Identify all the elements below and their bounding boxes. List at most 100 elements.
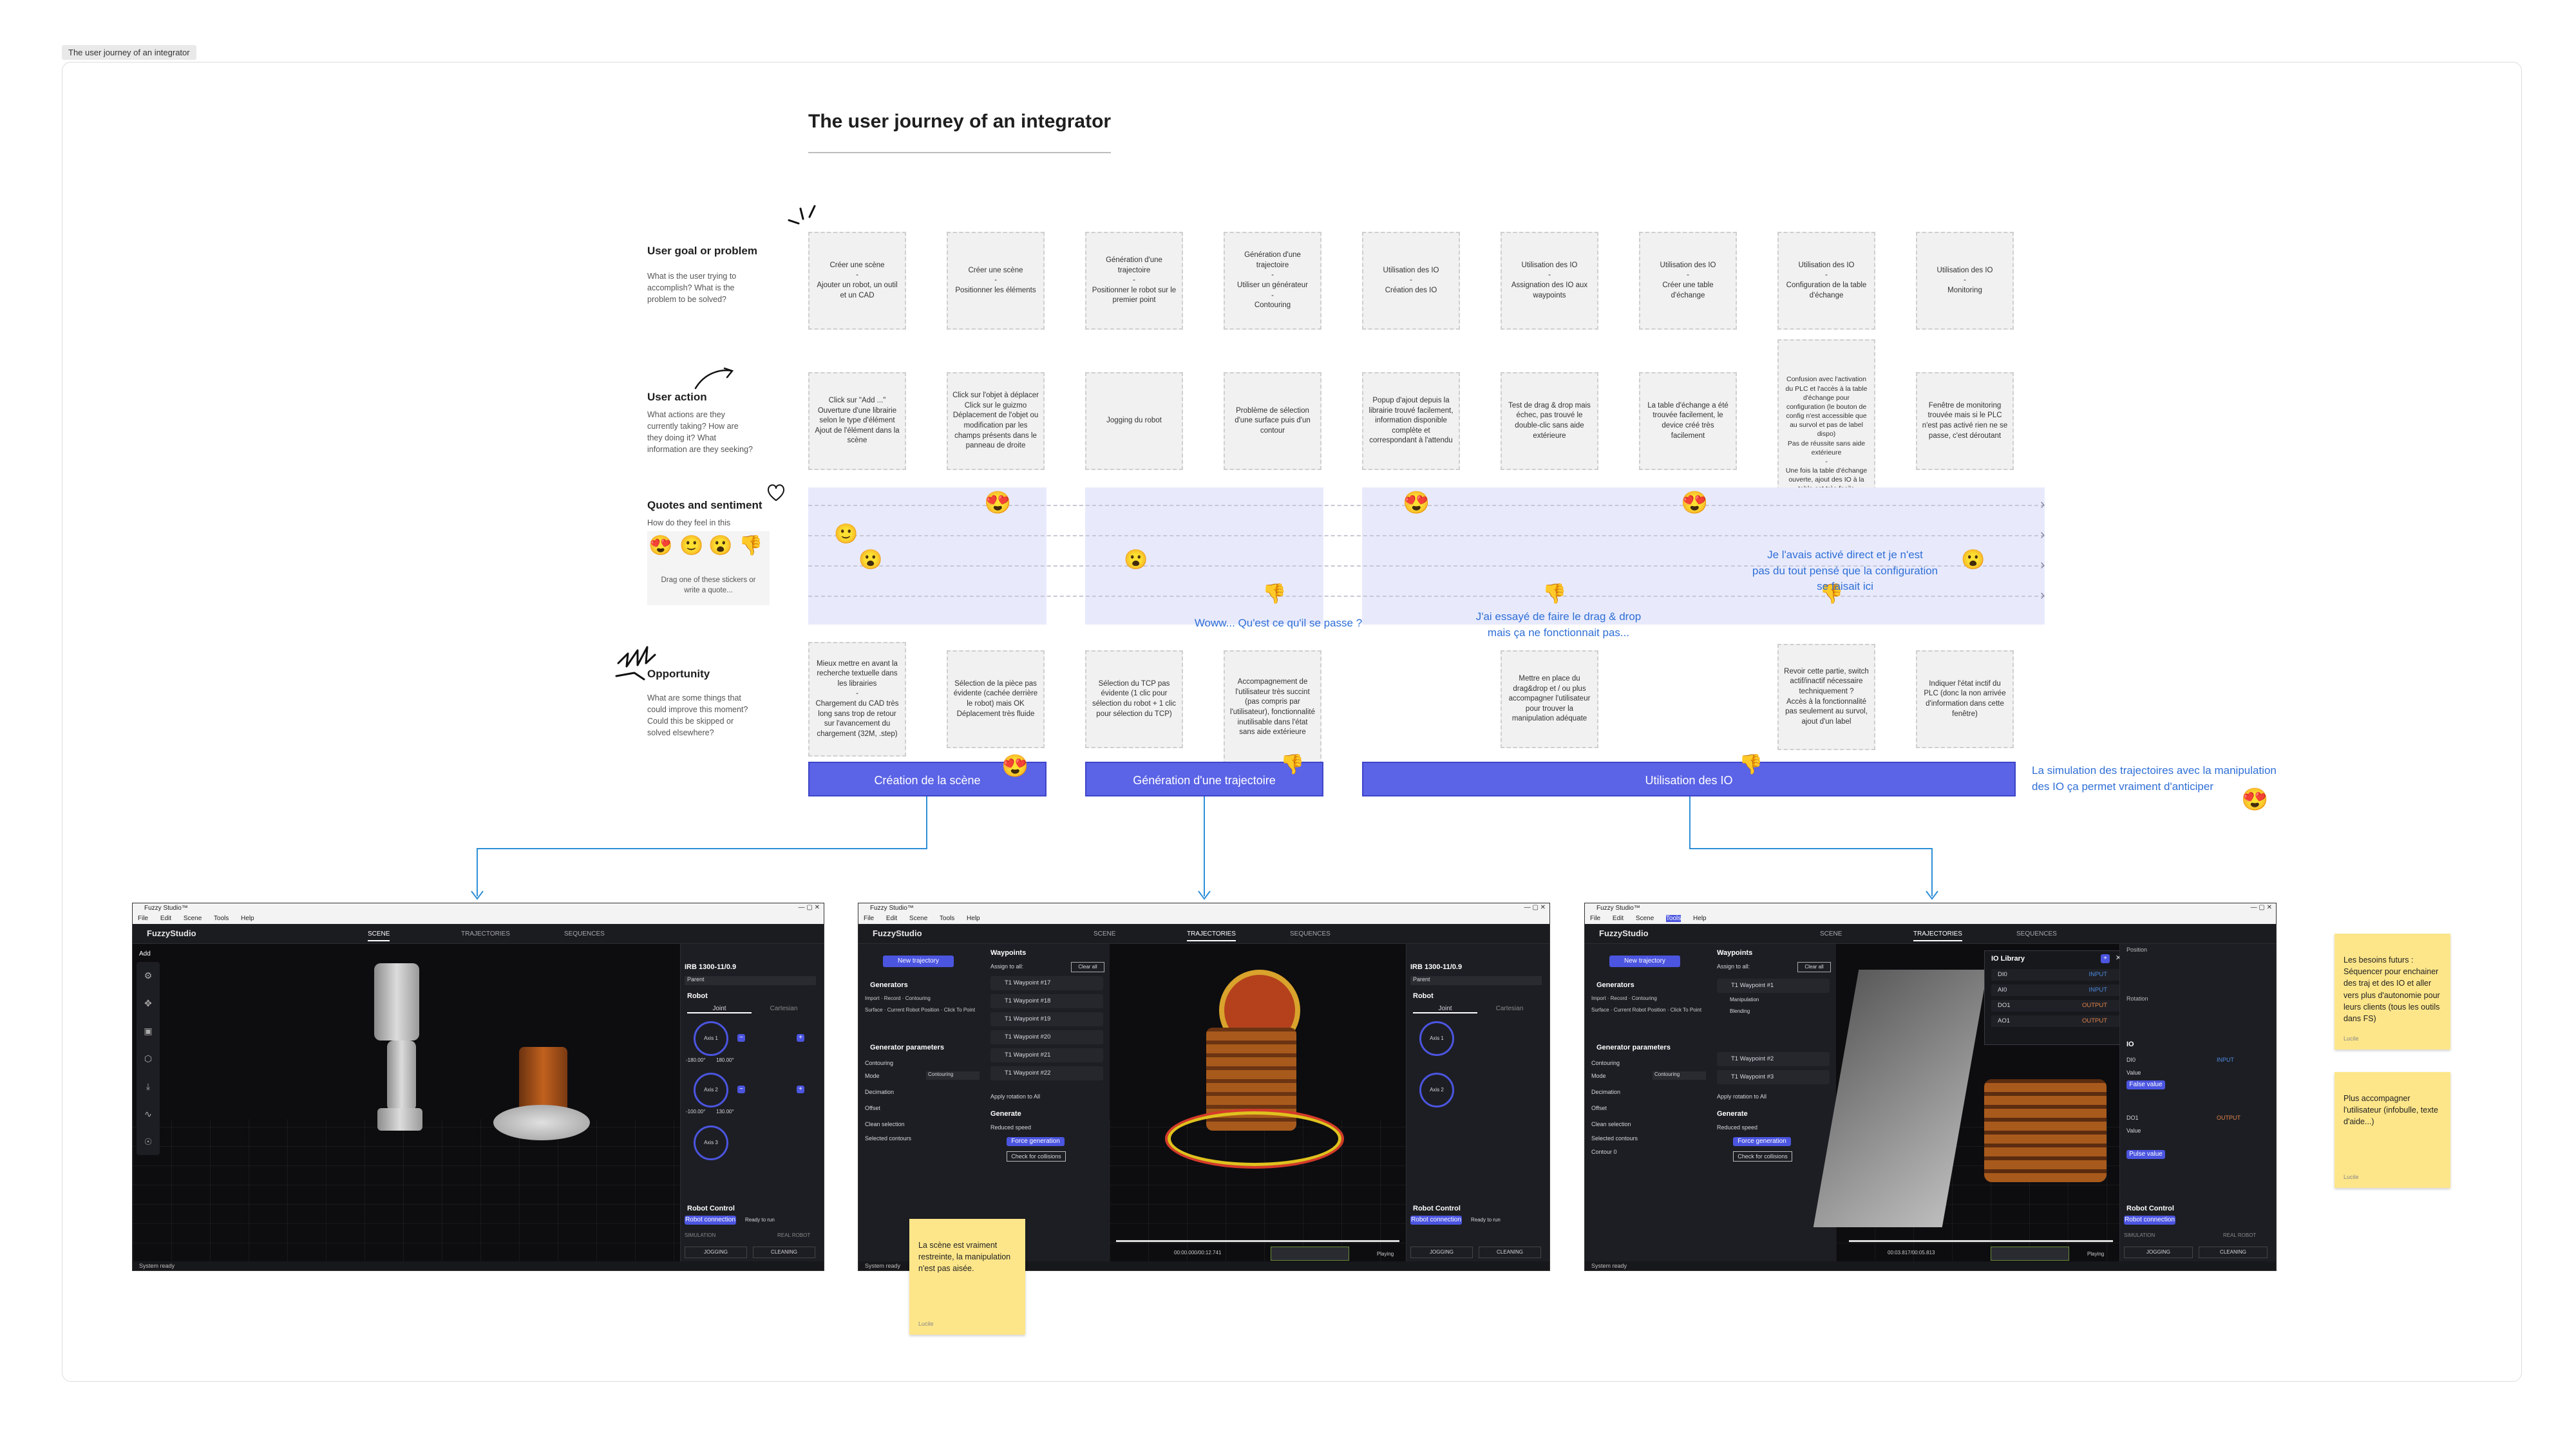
simulation-toggle[interactable]: SIMULATION [685, 1232, 716, 1238]
thumbs-down-sticker-icon[interactable]: 👎 [1819, 583, 1844, 605]
goal-card[interactable]: Utilisation des IO - Créer une table d'é… [1639, 232, 1737, 330]
timeline-slider[interactable] [1116, 1240, 1399, 1242]
waypoint-row[interactable]: T1 Waypoint #19 [990, 1012, 1103, 1026]
phase-trajectory[interactable]: Génération d'une trajectoire [1085, 762, 1323, 796]
waypoint-row[interactable]: T1 Waypoint #22 [990, 1066, 1103, 1080]
opportunity-card[interactable]: Sélection de la pièce pas évidente (cach… [947, 650, 1045, 748]
love-eyes-sticker-icon[interactable]: 😍 [1403, 491, 1430, 515]
playback-controls[interactable] [1271, 1247, 1349, 1261]
goal-card[interactable]: Utilisation des IO - Création des IO [1362, 232, 1460, 330]
tab-sequences[interactable]: SEQUENCES [564, 930, 605, 937]
phase-scene[interactable]: Création de la scène [808, 762, 1046, 796]
action-card[interactable]: Click sur "Add ..." Ouverture d'une libr… [808, 372, 906, 470]
action-card[interactable]: Test de drag & drop mais échec, pas trou… [1501, 372, 1598, 470]
opportunity-card[interactable]: Sélection du TCP pas évidente (1 clic po… [1085, 650, 1183, 748]
jogging-button[interactable]: JOGGING [685, 1247, 747, 1258]
tab-scene[interactable]: SCENE [368, 930, 390, 941]
3d-viewport[interactable]: 00:00.000/00:12.741 Playing [1110, 944, 1406, 1263]
axis-2-minus[interactable]: − [737, 1086, 745, 1093]
goal-card[interactable]: Génération d'une trajectoire - Utiliser … [1224, 232, 1321, 330]
love-eyes-sticker-icon[interactable]: 😍 [2241, 787, 2269, 812]
tab-scene[interactable]: SCENE [1094, 930, 1116, 937]
opportunity-card[interactable]: Indiquer l'état inctif du PLC (donc la n… [1916, 650, 2014, 748]
goal-card[interactable]: Créer une scène - Positionner les élémen… [947, 232, 1045, 330]
apply-rotation-checkbox[interactable]: Apply rotation to All [990, 1093, 1041, 1100]
waypoint-row[interactable]: T1 Waypoint #20 [990, 1030, 1103, 1044]
window-controls[interactable]: — ▢ ✕ [2250, 904, 2272, 911]
goal-card[interactable]: Utilisation des IO - Assignation des IO … [1501, 232, 1598, 330]
tab-joint[interactable]: Joint [687, 1005, 752, 1013]
love-eyes-sticker-icon[interactable]: 😍 [984, 491, 1012, 515]
axis-1-plus[interactable]: + [797, 1034, 804, 1042]
waypoint-row[interactable]: T1 Waypoint #18 [990, 994, 1103, 1008]
parent-select[interactable]: Parent [685, 976, 816, 985]
io-add-button[interactable]: + [2101, 954, 2110, 963]
generator-items[interactable]: Import · Record · Contouring Surface · C… [865, 995, 976, 1013]
frame-label[interactable]: The user journey of an integrator [62, 45, 196, 60]
new-trajectory-button[interactable]: New trajectory [883, 956, 954, 967]
menu-file[interactable]: File [138, 915, 149, 922]
action-card[interactable]: Fenêtre de monitoring trouvée mais si le… [1916, 372, 2014, 470]
axis-1-minus[interactable]: − [737, 1034, 745, 1042]
action-card[interactable]: Problème de sélection d'une surface puis… [1224, 372, 1321, 470]
opportunity-card[interactable]: Mieux mettre en avant la recherche textu… [808, 642, 906, 757]
tab-sequences[interactable]: SEQUENCES [1290, 930, 1331, 937]
waypoint-row[interactable]: T1 Waypoint #17 [990, 976, 1103, 990]
love-eyes-sticker-icon[interactable]: 😍 [1001, 754, 1029, 778]
tab-trajectories[interactable]: TRAJECTORIES [461, 930, 510, 937]
action-card[interactable]: La table d'échange a été trouvée facilem… [1639, 372, 1737, 470]
thumbs-down-sticker-icon[interactable]: 👎 [1542, 583, 1567, 605]
tool-icons[interactable]: ⚙✥▣⬡⤓∿☉ [144, 970, 153, 1147]
clear-all-button[interactable]: Clear all [1071, 962, 1104, 972]
false-value-button[interactable]: False value [2126, 1080, 2165, 1089]
opportunity-card[interactable]: Accompagnement de l'utilisateur très suc… [1224, 650, 1321, 765]
tab-cartesian[interactable]: Cartesian [770, 1005, 798, 1012]
timeline-slider[interactable] [1849, 1240, 2113, 1242]
3d-viewport[interactable]: Add ⚙✥▣⬡⤓∿☉ [133, 944, 680, 1263]
phase-io[interactable]: Utilisation des IO [1362, 762, 2016, 796]
smile-sticker-icon[interactable]: 🙂 [679, 535, 704, 556]
quote-simulation[interactable]: La simulation des trajectoires avec la m… [2032, 764, 2277, 793]
turntable[interactable] [493, 1105, 590, 1140]
surprised-sticker-icon[interactable]: 😮 [858, 549, 883, 570]
axis-2-plus[interactable]: + [797, 1086, 804, 1093]
action-card[interactable]: Popup d'ajout depuis la librairie trouvé… [1362, 372, 1460, 470]
mode-select[interactable]: Contouring [926, 1071, 980, 1080]
menu-edit[interactable]: Edit [160, 915, 172, 922]
goal-card[interactable]: Utilisation des IO - Monitoring [1916, 232, 2014, 330]
thumbs-down-sticker-icon[interactable]: 👎 [1739, 754, 1763, 775]
window-controls[interactable]: — ▢ ✕ [1524, 904, 1546, 911]
sticky-note-scene[interactable]: La scène est vraiment restreinte, la man… [909, 1219, 1025, 1335]
menu-tools[interactable]: Tools [213, 915, 229, 922]
force-generation-button[interactable]: Force generation [1007, 1137, 1065, 1146]
window-controls[interactable]: — ▢ ✕ [798, 904, 820, 911]
close-icon[interactable]: ✕ [2115, 954, 2121, 962]
tab-trajectories[interactable]: TRAJECTORIES [1187, 930, 1236, 941]
cleaning-button[interactable]: CLEANING [753, 1247, 815, 1258]
clean-selection-checkbox[interactable]: Clean selection [865, 1121, 905, 1127]
menu-scene[interactable]: Scene [183, 915, 202, 922]
love-eyes-sticker-icon[interactable]: 😍 [649, 535, 673, 556]
pulse-value-button[interactable]: Pulse value [2126, 1150, 2165, 1159]
menu-help[interactable]: Help [241, 915, 254, 922]
smile-sticker-icon[interactable]: 🙂 [834, 523, 858, 545]
sticky-note-future[interactable]: Les besoins futurs : Séquencer pour ench… [2334, 934, 2450, 1050]
quote-configuration[interactable]: Je l'avais activé direct et je n'est pas… [1752, 549, 1938, 593]
goal-card[interactable]: Génération d'une trajectoire - Positionn… [1085, 232, 1183, 330]
action-card[interactable]: Jogging du robot [1085, 372, 1183, 470]
action-card[interactable]: Click sur l'objet à déplacer Click sur l… [947, 372, 1045, 470]
check-collisions-button[interactable]: Check for collisions [1007, 1151, 1066, 1162]
surprised-sticker-icon[interactable]: 😮 [1961, 549, 1985, 570]
opportunity-card[interactable]: Mettre en place du drag&drop et / ou plu… [1501, 650, 1598, 748]
surprised-sticker-icon[interactable]: 😮 [1124, 549, 1148, 570]
robot-model[interactable] [374, 963, 419, 1041]
surprised-sticker-icon[interactable]: 😮 [708, 535, 733, 556]
goal-card[interactable]: Utilisation des IO - Configuration de la… [1777, 232, 1875, 330]
real-robot-toggle[interactable]: REAL ROBOT [777, 1232, 811, 1238]
robot-connection-toggle[interactable]: Robot connection [685, 1216, 736, 1225]
thumbs-down-sticker-icon[interactable]: 👎 [739, 535, 763, 556]
